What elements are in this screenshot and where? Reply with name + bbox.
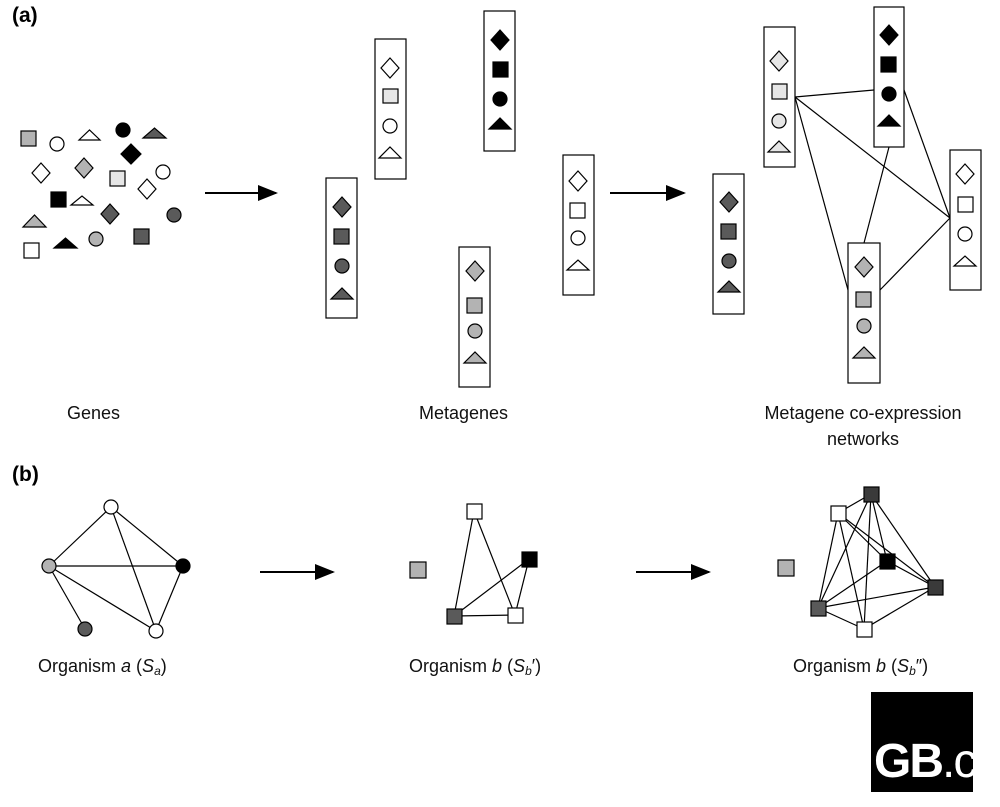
gene-circle-white	[49, 136, 65, 152]
node-white	[830, 505, 847, 522]
network-edges	[794, 89, 951, 291]
node-darkest	[863, 486, 880, 503]
network-metagene-light	[763, 26, 796, 168]
gene-circle-dark	[166, 207, 182, 223]
networks-caption-line1: Metagene co-expression	[764, 403, 962, 423]
logo-bold: GB	[874, 735, 944, 788]
network-metagene-gray	[847, 242, 881, 384]
node-darkest-2	[927, 579, 944, 596]
caption-prefix: Organism	[793, 656, 877, 676]
gene-circle-black	[115, 122, 131, 138]
gene-diamond-gray	[74, 157, 94, 179]
panel-a-label: (a)	[12, 4, 38, 27]
node-white	[103, 499, 119, 515]
node-white-2	[507, 607, 524, 624]
caption-open: (	[886, 656, 898, 676]
gene-triangle-black	[52, 237, 79, 249]
logo-text: GB.c	[874, 738, 973, 786]
caption-close: )	[160, 656, 167, 676]
network-metagene-white	[949, 149, 982, 291]
gene-triangle-dark	[141, 127, 168, 139]
gene-circle-gray	[88, 231, 104, 247]
genes-caption: Genes	[67, 403, 121, 423]
caption-sub: b	[909, 664, 916, 678]
node-white-2	[856, 621, 873, 638]
organism-b1-caption: Organism b (Sb′)	[409, 653, 541, 684]
node-white	[466, 503, 483, 520]
gene-square-gray	[20, 130, 37, 147]
gene-diamond-white-2	[137, 178, 157, 200]
caption-var: a	[121, 656, 132, 676]
gene-square-black	[50, 191, 67, 208]
caption-var: b	[876, 656, 887, 676]
node-white-2	[148, 623, 164, 639]
node-gray	[41, 558, 57, 574]
caption-open: (	[131, 656, 143, 676]
node-black	[521, 551, 538, 568]
node-gray-isolated	[409, 561, 427, 579]
panel-b-label: (b)	[12, 463, 39, 486]
caption-var: b	[492, 656, 503, 676]
gene-diamond-black	[120, 143, 142, 165]
caption-prime: ′	[531, 656, 536, 676]
caption-sym: S	[513, 656, 526, 676]
node-dark	[77, 621, 93, 637]
caption-prefix: Organism	[409, 656, 493, 676]
node-gray-isolated	[777, 559, 795, 577]
caption-prefix: Organism	[38, 656, 122, 676]
metagene-light	[374, 38, 407, 180]
gene-triangle-gray	[21, 214, 48, 228]
caption-prime: ″	[915, 656, 923, 676]
gene-triangle-white	[77, 129, 102, 141]
gene-square-dark	[133, 228, 150, 245]
networks-caption-line2: networks	[826, 429, 900, 449]
gene-scatter	[20, 122, 182, 259]
gene-square-white	[23, 242, 40, 259]
metagene-gray	[458, 246, 491, 388]
gene-circle-white-2	[155, 164, 171, 180]
caption-close: )	[922, 656, 929, 676]
organism-a-caption: Organism a (Sa)	[38, 653, 167, 684]
metagene-white	[562, 154, 595, 296]
node-dark	[810, 600, 827, 617]
caption-sub: a	[154, 664, 161, 678]
caption-sub: b	[525, 664, 532, 678]
caption-sym: S	[897, 656, 910, 676]
node-dark	[446, 608, 463, 625]
node-black	[175, 558, 191, 574]
metagene-black	[483, 10, 516, 152]
gene-triangle-white-2	[69, 195, 95, 206]
gene-square-light	[109, 170, 126, 187]
gene-diamond-dark	[100, 203, 120, 225]
caption-close: )	[535, 656, 542, 676]
metagenes-caption: Metagenes	[419, 403, 509, 423]
logo-rest: .c	[942, 735, 973, 788]
network-metagene-black	[873, 6, 905, 148]
organism-a-network	[41, 499, 191, 639]
metagene-dark	[325, 177, 358, 319]
organism-b2-caption: Organism b (Sb″)	[793, 653, 928, 684]
journal-logo: GB.c	[871, 692, 973, 792]
gene-diamond-white	[31, 162, 51, 184]
network-metagene-dark	[712, 173, 745, 315]
networks-caption: Metagene co-expression networks	[752, 400, 974, 452]
caption-open: (	[502, 656, 514, 676]
organism-b1-network	[409, 503, 538, 625]
caption-sym: S	[142, 656, 155, 676]
organism-b2-network	[777, 486, 944, 638]
node-black	[879, 553, 896, 570]
